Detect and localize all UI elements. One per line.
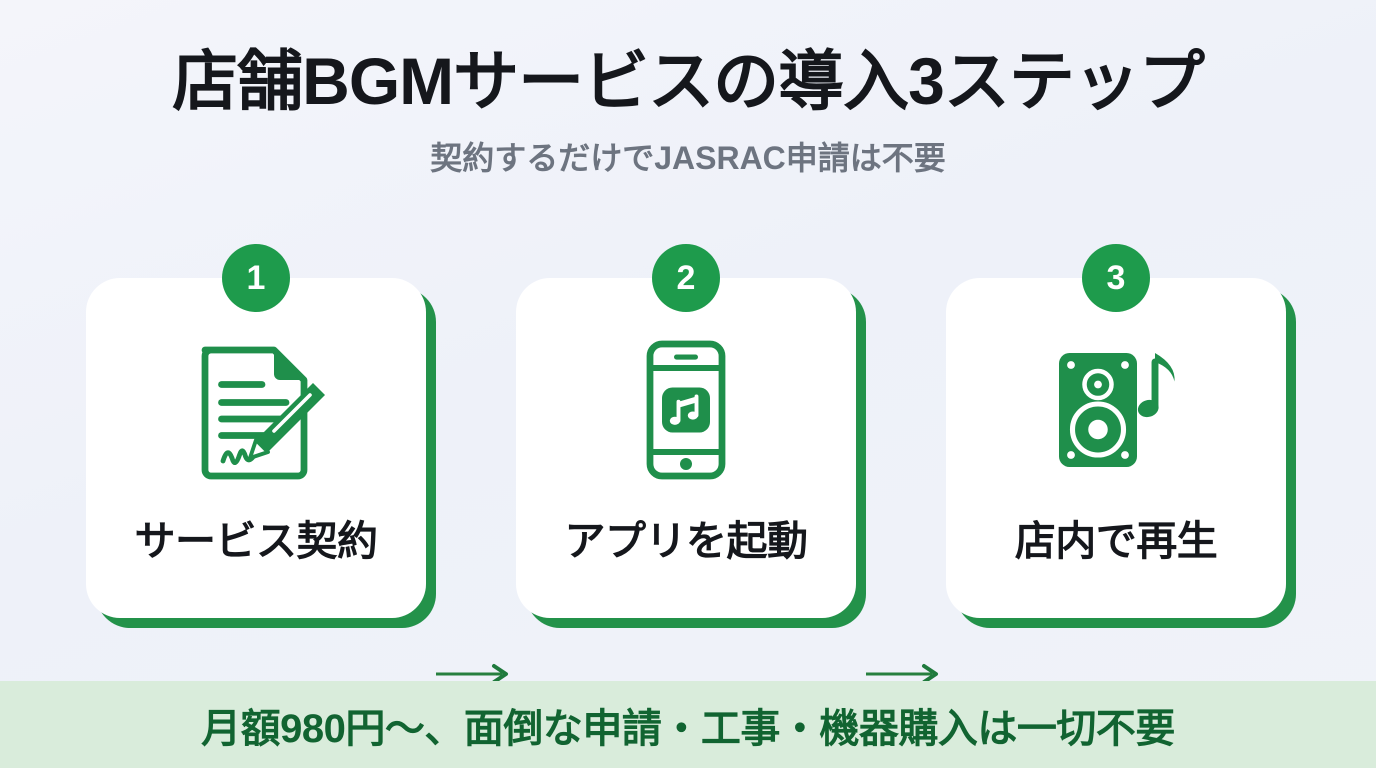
speaker-music-note-icon (1041, 335, 1191, 485)
banner-text: 月額980円〜、面倒な申請・工事・機器購入は一切不要 (201, 706, 1175, 751)
card-surface-3[interactable]: 店内で再生 (946, 278, 1286, 618)
arrow-step1-to-step2 (436, 662, 514, 686)
arrow-step2-to-step3 (866, 662, 944, 686)
page-header: 店舗BGMサービスの導入3ステップ 契約するだけでJASRAC申請は不要 (0, 0, 1376, 179)
step-badge-2: 2 (652, 244, 720, 312)
smartphone-music-app-icon (611, 335, 761, 485)
step-label-2: アプリを起動 (564, 518, 809, 564)
page-subtitle: 契約するだけでJASRAC申請は不要 (430, 140, 946, 177)
bottom-banner: 月額980円〜、面倒な申請・工事・機器購入は一切不要 (0, 681, 1376, 768)
contract-document-pen-icon (181, 335, 331, 485)
step-card-1[interactable]: 1 (86, 244, 436, 628)
step-card-2[interactable]: 2 アプリを起動 (516, 244, 866, 628)
step-badge-3: 3 (1082, 244, 1150, 312)
step-card-3[interactable]: 3 (946, 244, 1296, 628)
step-label-3: 店内で再生 (1014, 518, 1218, 564)
step-label-1: サービス契約 (134, 518, 379, 564)
card-surface-1[interactable]: サービス契約 (86, 278, 426, 618)
steps-container: 1 (0, 236, 1376, 684)
card-surface-2[interactable]: アプリを起動 (516, 278, 856, 618)
page-title: 店舗BGMサービスの導入3ステップ (172, 44, 1205, 118)
step-badge-1: 1 (222, 244, 290, 312)
